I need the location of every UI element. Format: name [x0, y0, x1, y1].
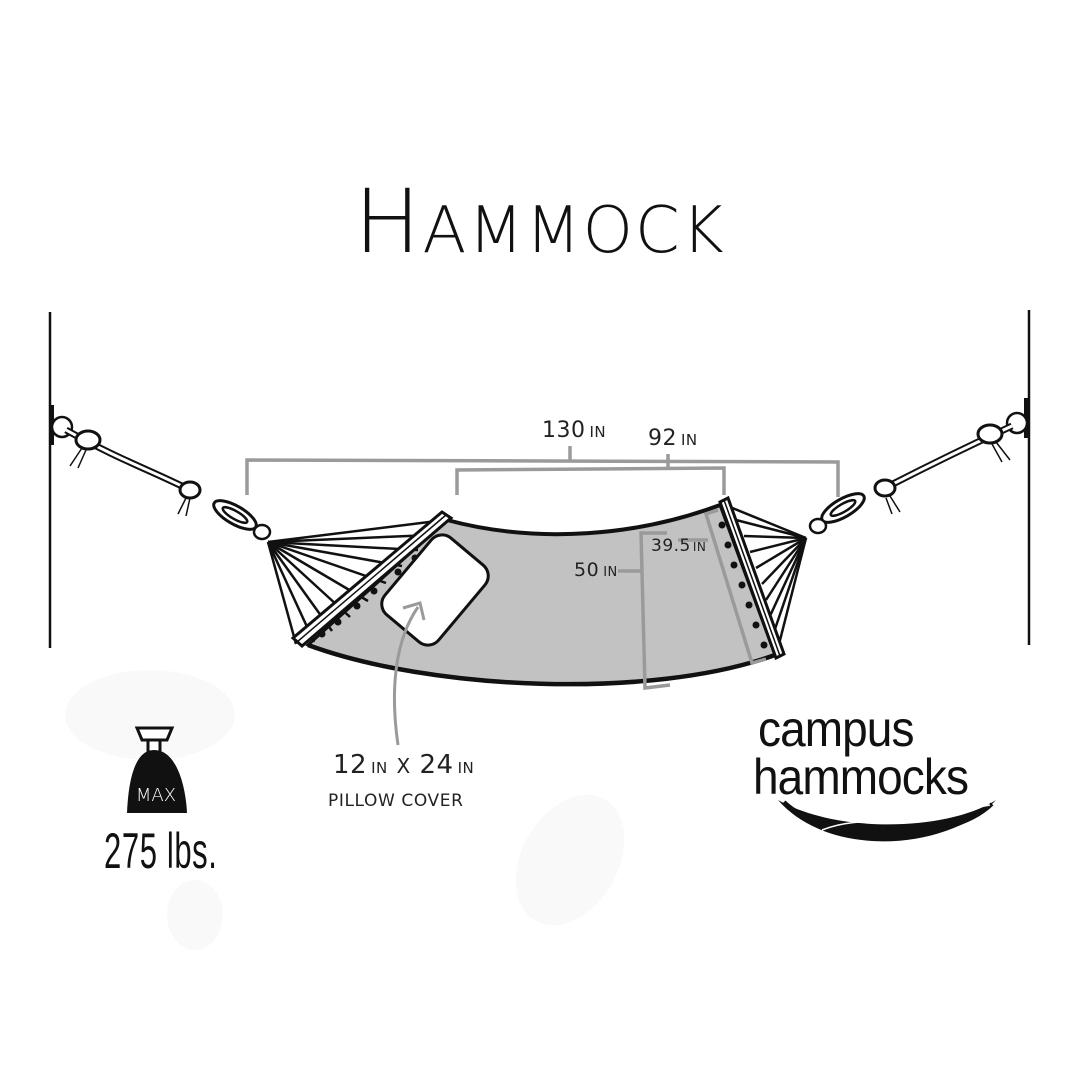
pillow-unit-b: IN [457, 759, 475, 777]
hammock-bed [305, 503, 777, 686]
left-spreader-bar [290, 510, 454, 648]
hammock-logo-icon [778, 800, 996, 842]
right-rope [808, 411, 1029, 535]
brand-name-line1: campus [758, 701, 914, 757]
spreader-bar-value: 39.5 [651, 536, 691, 556]
right-spreader-bar [718, 495, 786, 661]
pillow-cover-label: PILLOW COVER [328, 791, 464, 811]
pillow-unit-a: IN [371, 759, 388, 777]
bed-width-value: 50 [574, 559, 600, 581]
arrow-icon [392, 601, 426, 746]
overall-length-value: 130 [542, 418, 586, 443]
weight-icon [127, 726, 187, 813]
pillow-size-b: 24 [419, 750, 454, 780]
dimension-lines [245, 446, 840, 690]
pillow-size-a: 12 [333, 750, 368, 780]
bed-width-unit: IN [603, 565, 618, 580]
pillow-x: X [396, 754, 411, 778]
title-first-letter: H [354, 170, 423, 273]
overall-length-unit: IN [589, 423, 607, 441]
max-weight-value: 275 lbs. [104, 823, 218, 879]
brand-name-line2: hammocks [753, 749, 969, 805]
max-badge-label: MAX [135, 785, 177, 806]
bed-length-value: 92 [648, 426, 677, 451]
page-title: HAMMOCK [0, 178, 1080, 266]
pillow [380, 533, 490, 647]
spreader-bar-unit: IN [692, 540, 707, 554]
left-rope [50, 415, 272, 541]
title-rest: AMMOCK [422, 194, 726, 268]
bed-length-unit: IN [681, 431, 698, 449]
right-strings [724, 503, 808, 649]
